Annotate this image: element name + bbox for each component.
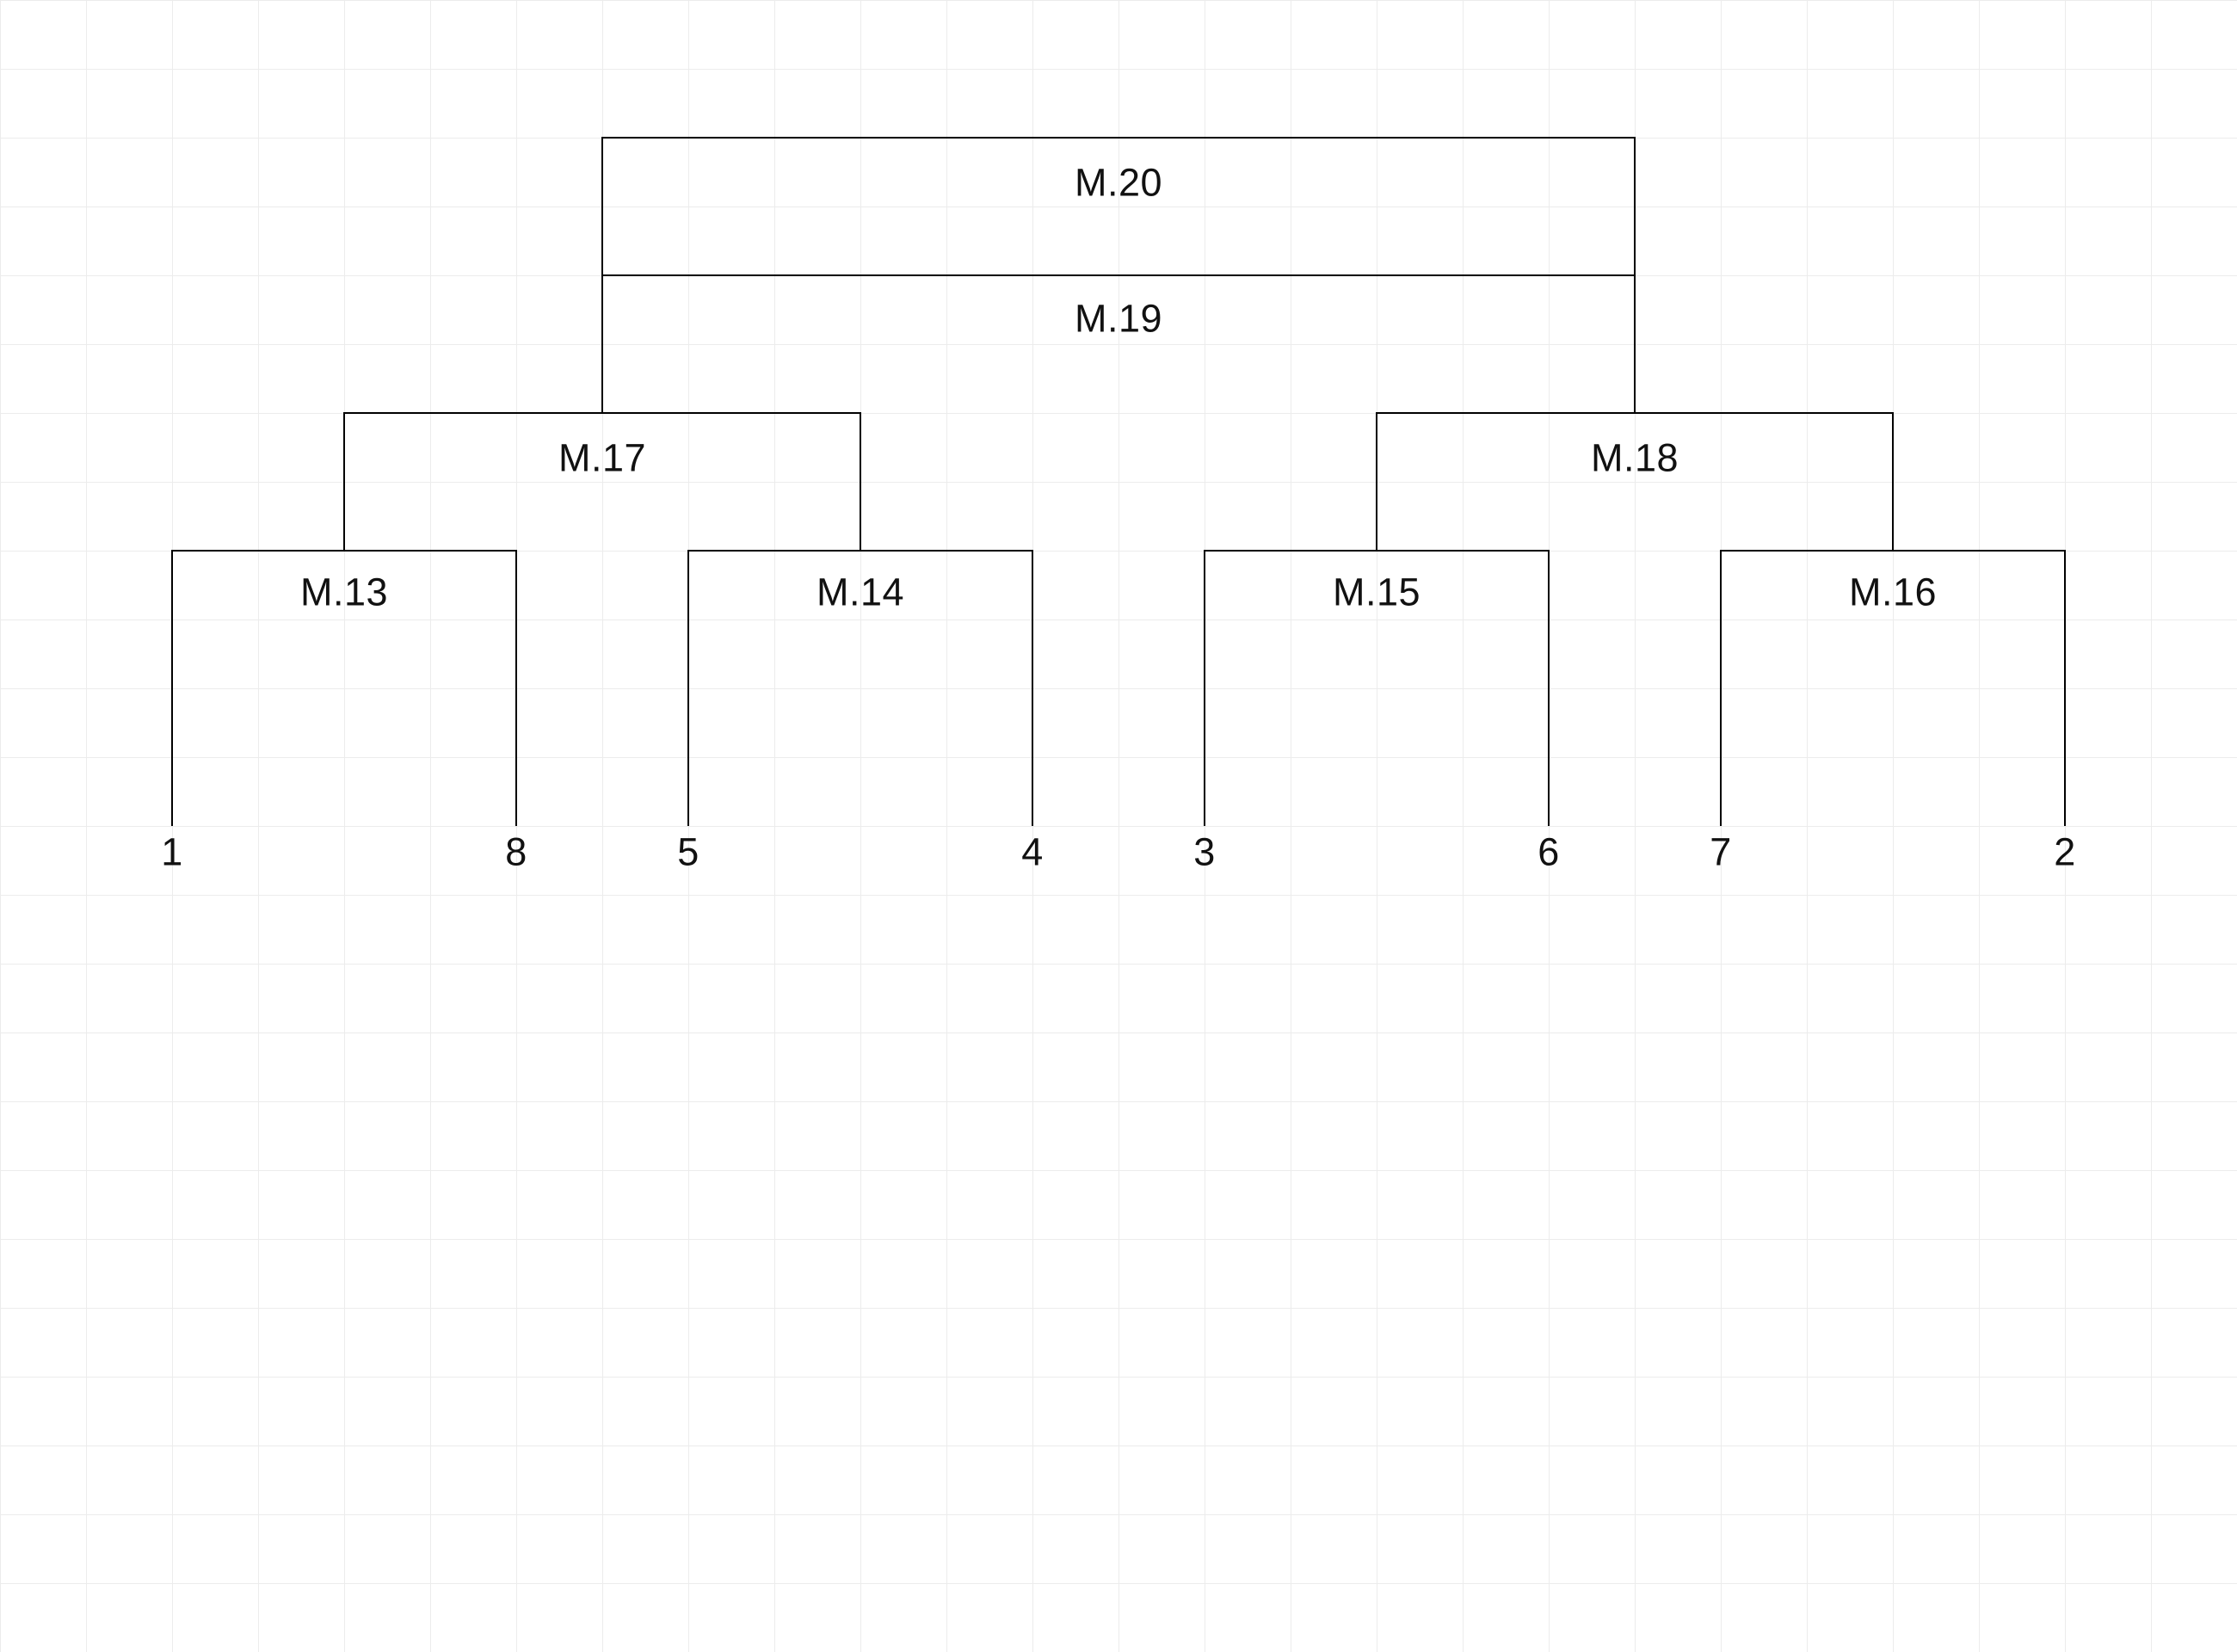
- leaf-label-8: 8: [505, 829, 527, 874]
- merge-label-m16: M.16: [1848, 570, 1938, 614]
- merge-label-m15: M.15: [1332, 570, 1421, 614]
- leaf-label-1: 1: [161, 829, 183, 874]
- leaf-label-4: 4: [1021, 829, 1044, 874]
- merge-label-m14: M.14: [816, 570, 905, 614]
- bracket-m15: [1204, 550, 1550, 826]
- bracket-m14: [687, 550, 1033, 826]
- leaf-label-6: 6: [1538, 829, 1560, 874]
- bracket-m13: [171, 550, 517, 826]
- merge-label-m13: M.13: [299, 570, 389, 614]
- leaf-label-7: 7: [1710, 829, 1732, 874]
- bracket-m16: [1720, 550, 2066, 826]
- leaf-label-2: 2: [2054, 829, 2076, 874]
- merge-label-m20: M.20: [1074, 160, 1163, 205]
- merge-label-m18: M.18: [1590, 435, 1679, 480]
- bracket-m17: [343, 412, 861, 551]
- merge-label-m19: M.19: [1074, 296, 1163, 341]
- leaf-label-5: 5: [677, 829, 699, 874]
- leaf-label-3: 3: [1193, 829, 1216, 874]
- bracket-m18: [1376, 412, 1894, 551]
- merge-label-m17: M.17: [558, 435, 647, 480]
